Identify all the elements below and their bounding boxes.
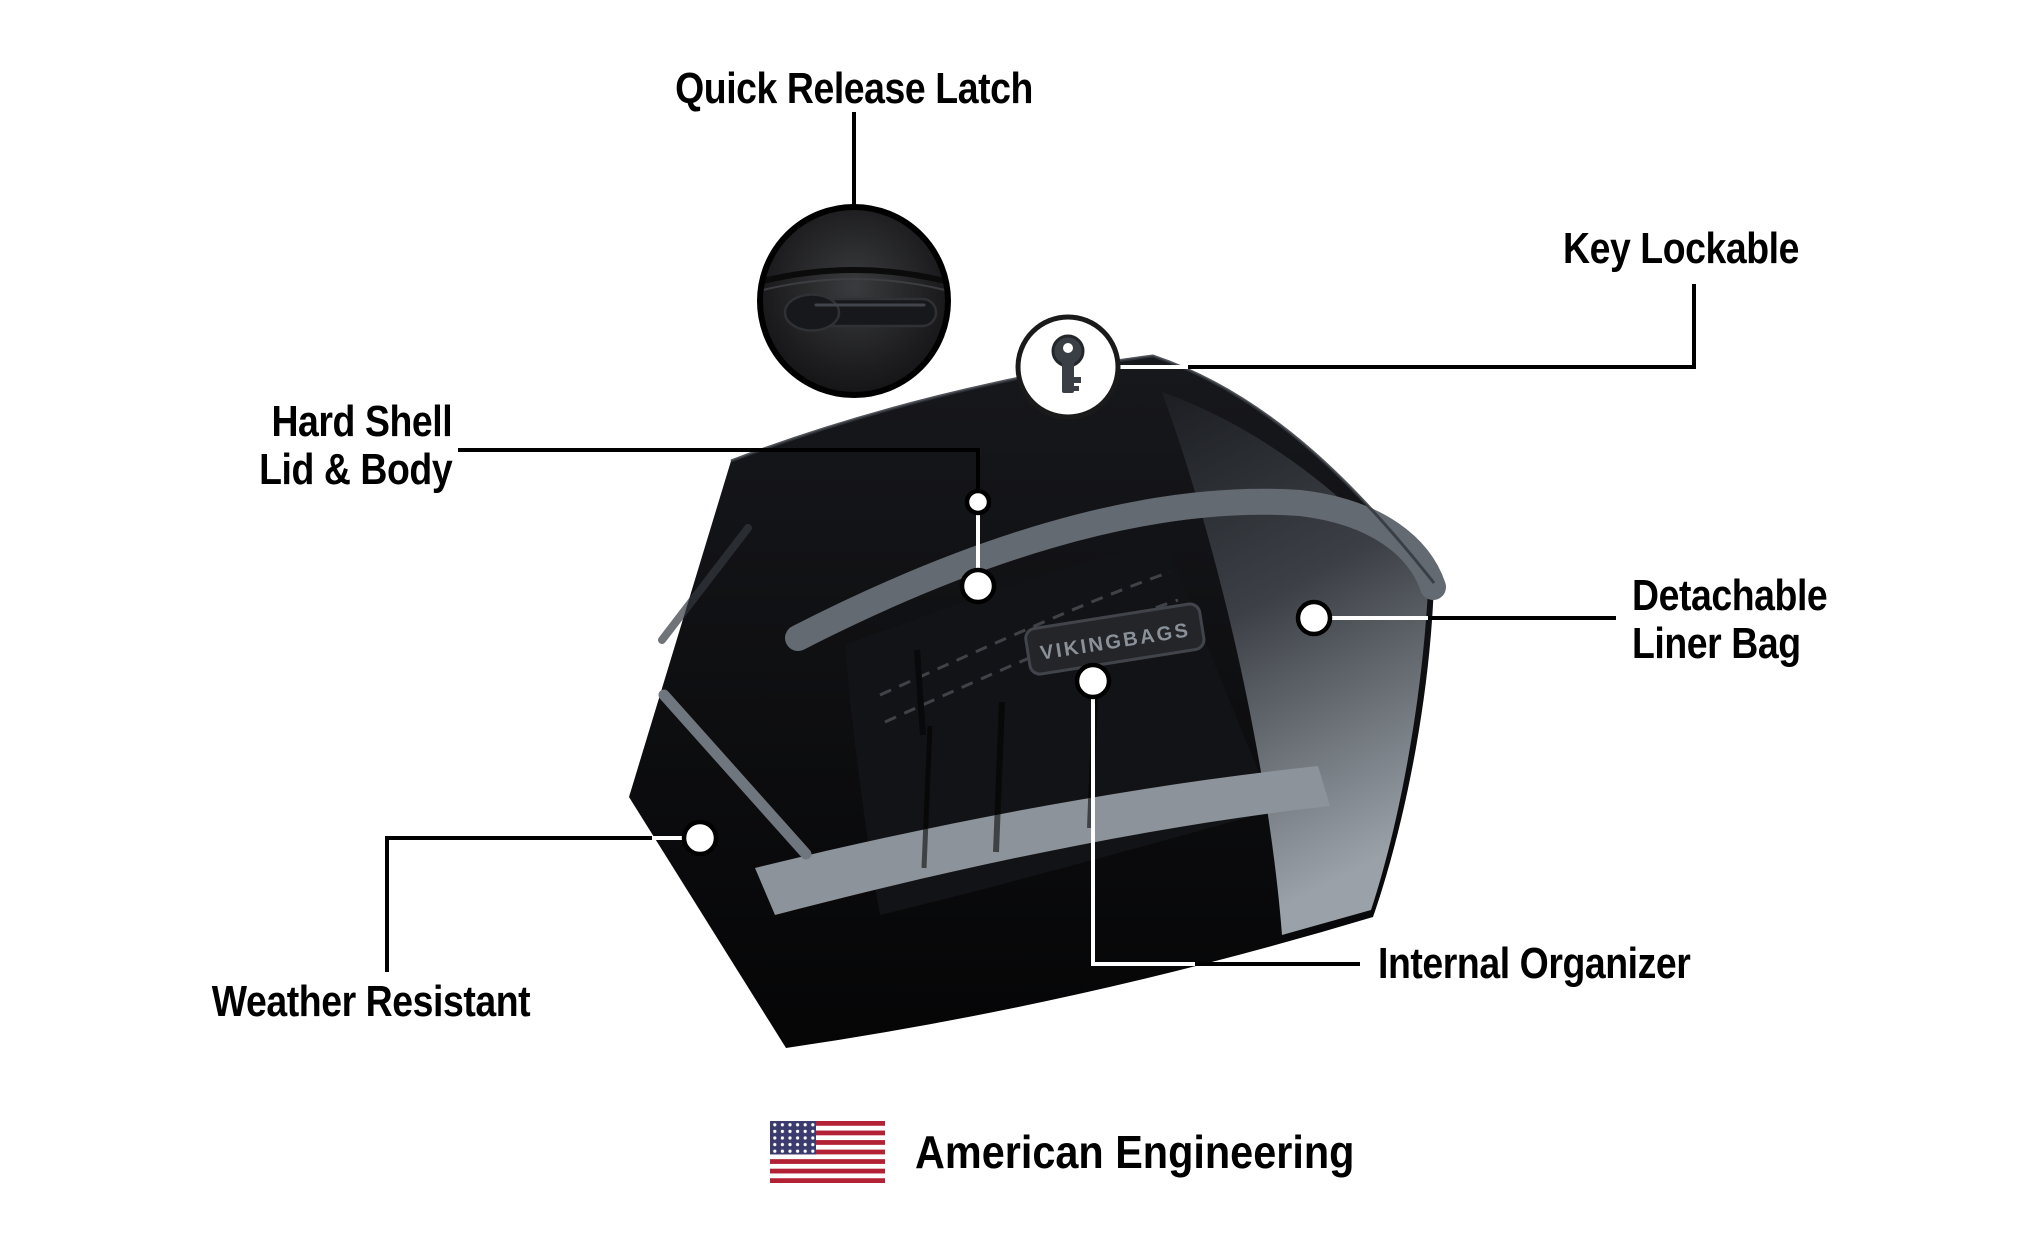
latch-seam (762, 267, 946, 284)
callout-lines (385, 112, 1696, 972)
label-detachable-liner: Detachable Liner Bag (1632, 571, 1828, 668)
key-icon (1051, 334, 1085, 393)
saddlebag-illustration: VIKINGBAGS (629, 354, 1446, 1048)
callout-dots (681, 488, 1333, 857)
callout-line-weather (385, 836, 656, 972)
bag-top-edge-highlight (730, 354, 1436, 584)
flag-stripes (770, 1125, 885, 1179)
callout-dot-internal (1074, 662, 1112, 700)
label-weather-resistant: Weather Resistant (211, 977, 531, 1026)
vikingbags-badge: VIKINGBAGS (1024, 602, 1206, 676)
latch-inset-ring (757, 204, 951, 398)
us-flag-icon (770, 1121, 885, 1183)
label-detachable-line1: Detachable (1632, 571, 1828, 620)
callout-line-internal-white (1091, 699, 1195, 966)
callout-dot-hard-shell-small (964, 488, 992, 516)
callout-lines-over-bag (652, 365, 1428, 966)
organizer-divider-1 (921, 725, 933, 869)
left-edge-accent (658, 689, 812, 860)
flag-stars (770, 1121, 816, 1155)
label-key-lockable: Key Lockable (1562, 224, 1800, 273)
callout-dot-hard-shell (959, 567, 997, 605)
label-hard-shell-line2: Lid & Body (258, 445, 453, 494)
callout-line-key-lockable (1184, 284, 1696, 369)
badge-plate (1024, 602, 1206, 676)
callout-dot-weather (681, 819, 719, 857)
callout-dot-detachable (1295, 599, 1333, 637)
label-quick-release-latch: Quick Release Latch (675, 64, 1033, 113)
latch-handle (783, 293, 938, 332)
latch-seam-highlight (762, 278, 946, 291)
label-internal-organizer: Internal Organizer (1378, 939, 1691, 988)
stitch-line-1 (879, 570, 1171, 697)
label-hard-shell: Hard Shell Lid & Body (258, 397, 453, 494)
latch-inset (757, 204, 951, 398)
left-face-reflection (658, 524, 752, 644)
organizer-divider-2 (993, 701, 1005, 853)
label-american-engineering: American Engineering (915, 1126, 1355, 1178)
key-lockable-marker (1015, 314, 1121, 420)
hanging-strap (914, 649, 926, 736)
label-detachable-line2: Liner Bag (1632, 619, 1801, 668)
label-hard-shell-line1: Hard Shell (271, 397, 452, 446)
liner-band (755, 766, 1330, 915)
